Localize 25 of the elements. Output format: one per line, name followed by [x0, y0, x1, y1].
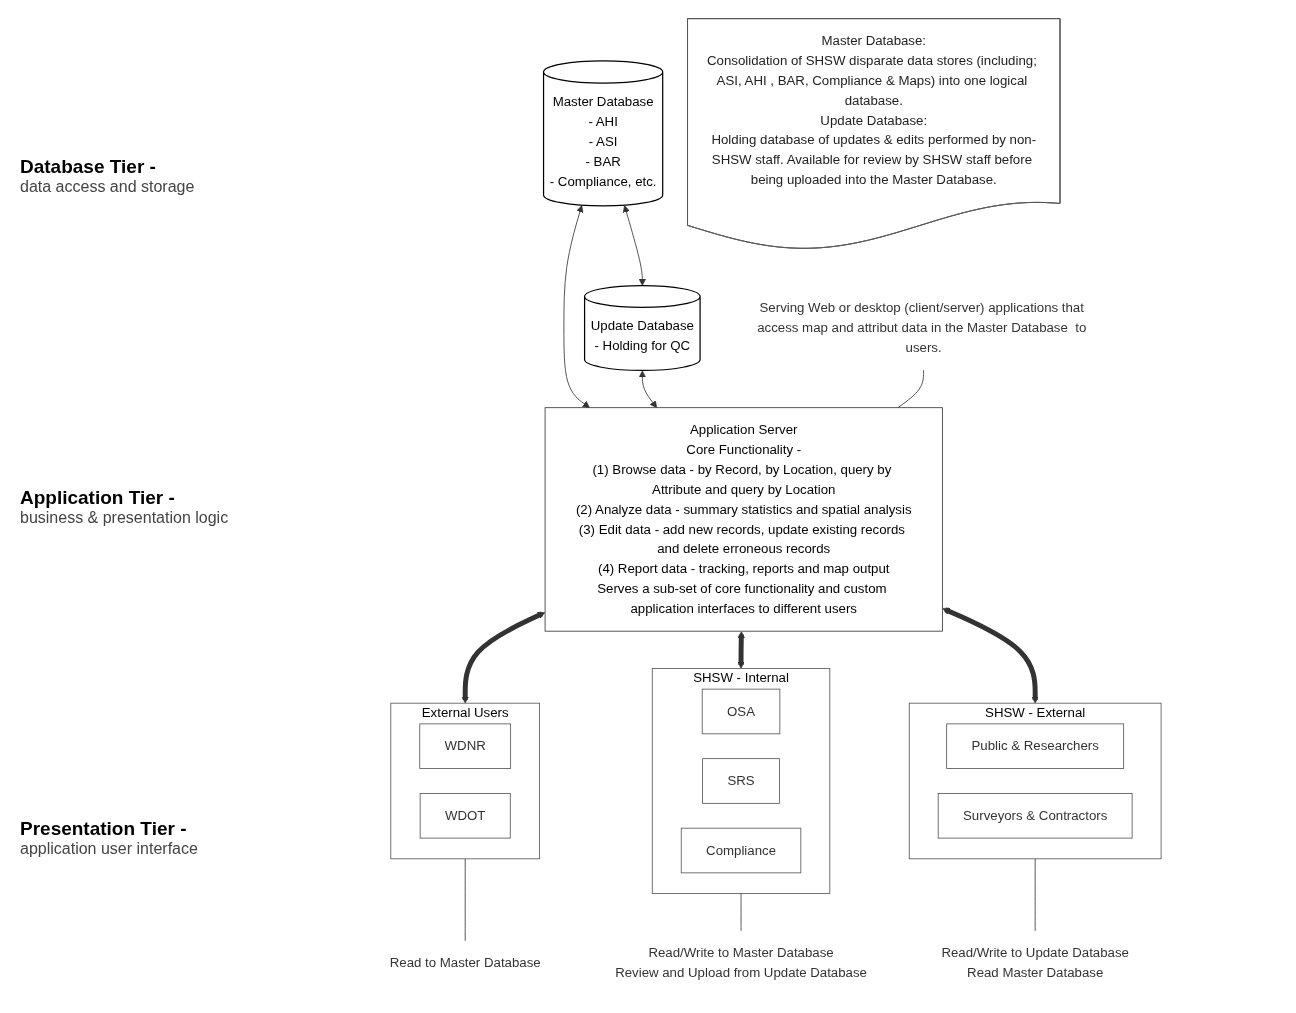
tier-subtitle: data access and storage	[20, 177, 196, 196]
node-text: Read to Master Database	[389, 955, 541, 970]
node-box: Surveyors & Contractors	[937, 792, 1133, 839]
tier-subtitle: application user interface	[20, 839, 199, 858]
node-box: WDOT	[419, 792, 511, 839]
tier-heading: Database Tier -	[20, 155, 157, 178]
connector	[897, 369, 924, 408]
tier-heading: Application Tier -	[20, 486, 176, 509]
connector	[740, 892, 742, 931]
connector	[464, 857, 466, 941]
node-text: Serving Web or desktop (client/server) applications that access map and attribut data in the Master Database to users.	[757, 300, 1087, 354]
connector	[1034, 857, 1036, 931]
node-box: Compliance	[680, 827, 802, 873]
node-text: Read/Write to Update Database Read Master Database	[941, 945, 1129, 980]
node-box: OSA	[701, 688, 781, 734]
arrow	[461, 611, 546, 703]
arrow	[942, 606, 1039, 703]
tier-heading: Presentation Tier -	[20, 817, 188, 840]
node-text: Read/Write to Master Database Review and Upload from Update Database	[615, 945, 867, 980]
tier-subtitle: business & presentation logic	[20, 508, 230, 527]
node-box: Public & Researchers	[946, 722, 1125, 769]
node-box: SRS	[702, 757, 780, 804]
node-box: WDNR	[419, 722, 512, 769]
node-box: Application Server Core Functionality - (1) Browse data - by Record, by Location, query by Attribute and query by Location (2) Analyze data - summary statistics and spatial analysis (3) Edit data - add new records, update existing records and delete erroneous records (4) Report data - tracking, reports and map output Serves a sub-set of core functionality and custom application interfaces to different users	[544, 406, 943, 632]
arrow	[737, 630, 745, 669]
